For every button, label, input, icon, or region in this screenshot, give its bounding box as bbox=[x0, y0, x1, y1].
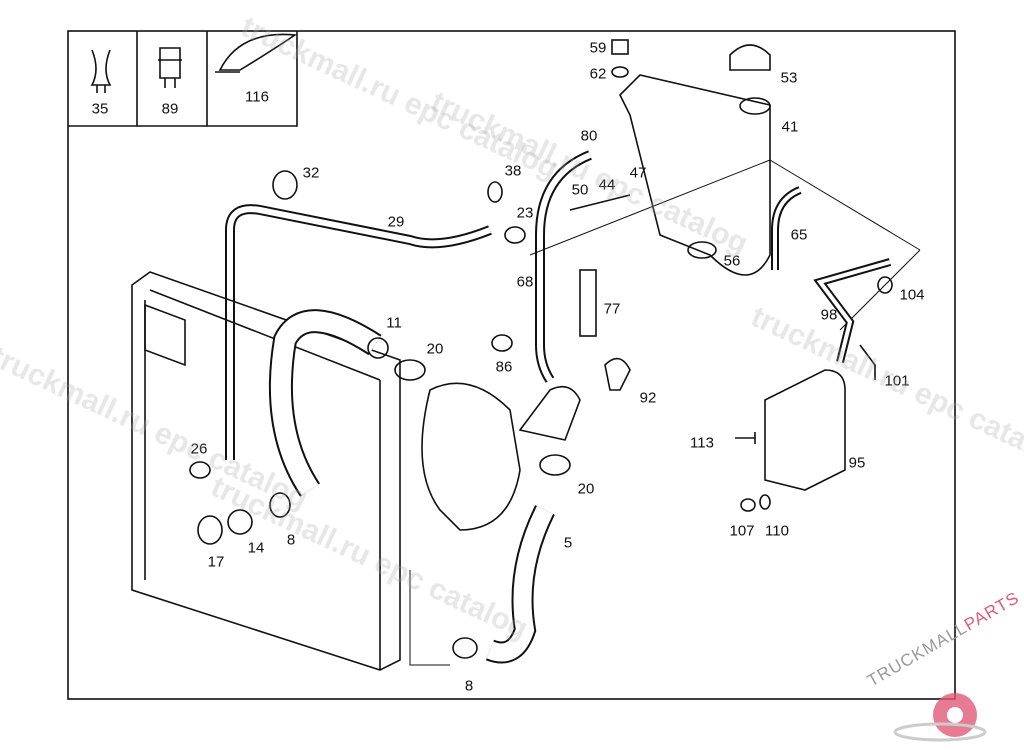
part-label-11: 11 bbox=[386, 314, 402, 332]
part-label-32: 32 bbox=[302, 164, 320, 182]
gear-logo-icon bbox=[893, 693, 987, 742]
part-label-104: 104 bbox=[899, 286, 925, 304]
washer-62 bbox=[611, 66, 629, 78]
clip-35-icon bbox=[90, 49, 112, 93]
leader-lines bbox=[409, 159, 921, 666]
part-label-17: 17 bbox=[207, 553, 225, 571]
part-label-26: 26 bbox=[190, 440, 208, 458]
part-label-53: 53 bbox=[780, 69, 798, 87]
part-label-50: 50 bbox=[571, 181, 589, 199]
inset-part-label-35: 35 bbox=[91, 100, 109, 118]
nut-59 bbox=[611, 39, 629, 55]
part-label-77: 77 bbox=[603, 300, 621, 318]
part-label-8: 8 bbox=[464, 677, 474, 695]
part-label-110: 110 bbox=[765, 522, 789, 540]
part-label-41: 41 bbox=[781, 118, 799, 136]
radiator-grid bbox=[144, 303, 186, 367]
water-pump bbox=[421, 382, 521, 531]
part-label-20: 20 bbox=[577, 480, 595, 498]
part-label-56: 56 bbox=[723, 252, 741, 270]
part-label-38: 38 bbox=[504, 162, 522, 180]
part-label-23: 23 bbox=[516, 204, 534, 222]
truckmallparts-logo: TRUCKMALLPARTS bbox=[860, 588, 1024, 750]
part-label-95: 95 bbox=[848, 454, 866, 472]
part-label-86: 86 bbox=[495, 358, 513, 376]
part-label-68: 68 bbox=[516, 273, 534, 291]
cable-tie-116-icon bbox=[215, 33, 298, 73]
part-label-20: 20 bbox=[426, 340, 444, 358]
cap-53 bbox=[729, 44, 771, 71]
part-label-113: 113 bbox=[690, 434, 714, 452]
part-label-107: 107 bbox=[729, 522, 755, 540]
part-label-80: 80 bbox=[580, 127, 598, 145]
part-label-62: 62 bbox=[589, 65, 607, 83]
part-label-92: 92 bbox=[639, 389, 657, 407]
part-label-98: 98 bbox=[820, 306, 838, 324]
part-label-59: 59 bbox=[589, 39, 607, 57]
diagram-frame bbox=[67, 30, 956, 700]
part-label-29: 29 bbox=[387, 213, 405, 231]
inset-box bbox=[68, 31, 298, 127]
part-label-65: 65 bbox=[790, 226, 808, 244]
reservoir-95 bbox=[764, 369, 846, 491]
part-label-101: 101 bbox=[884, 372, 910, 390]
grommet-32 bbox=[272, 170, 298, 200]
thermostat-housing bbox=[518, 385, 581, 441]
part-label-14: 14 bbox=[247, 539, 265, 557]
expansion-tank bbox=[619, 74, 771, 276]
inset-part-label-116: 116 bbox=[245, 88, 269, 106]
radiator bbox=[131, 271, 401, 671]
inset-part-label-89: 89 bbox=[161, 100, 179, 118]
pipe-77 bbox=[579, 269, 597, 337]
part-label-44: 44 bbox=[598, 176, 616, 194]
part-label-8: 8 bbox=[286, 531, 296, 549]
clamp-89-icon bbox=[158, 47, 182, 88]
part-label-5: 5 bbox=[563, 534, 573, 552]
part-label-47: 47 bbox=[629, 164, 647, 182]
